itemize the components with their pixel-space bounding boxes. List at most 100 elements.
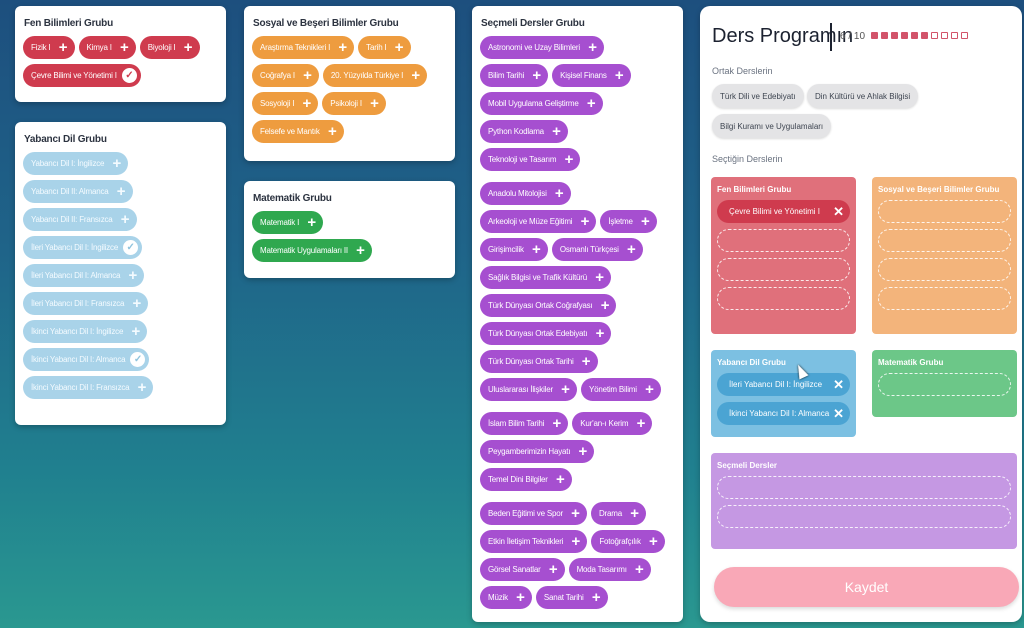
course-pill[interactable]: Uluslararası İlişkiler+ (480, 378, 577, 401)
selected-course[interactable]: İleri Yabancı Dil I: İngilizce ✕ (717, 373, 850, 396)
empty-slot (717, 287, 850, 310)
plus-icon: + (578, 443, 588, 460)
yabanci-selected-box: Yabancı Dil Grubu İleri Yabancı Dil I: İ… (711, 350, 856, 437)
course-pill[interactable]: Moda Tasarımı+ (568, 558, 651, 581)
course-pill[interactable]: 20. Yüzyılda Türkiye I+ (322, 64, 428, 87)
course-pill[interactable]: İleri Yabancı Dil I: Fransızca+ (23, 292, 149, 315)
course-pill[interactable]: İslam Bilim Tarihi+ (480, 412, 569, 435)
course-label: Arkeoloji ve Müze Eğitimi (488, 217, 573, 226)
course-pill[interactable]: Yabancı Dil I: İngilizce + (23, 152, 129, 175)
course-pill[interactable]: Psikoloji I+ (322, 92, 386, 115)
course-pill[interactable]: İleri Yabancı Dil I: Almanca+ (23, 264, 145, 287)
plus-icon: + (552, 123, 561, 140)
plus-icon: + (600, 297, 610, 314)
course-pill[interactable]: Peygamberimizin Hayatı+ (480, 440, 595, 463)
course-label: Anadolu Mitolojisi (488, 189, 547, 198)
course-label: Osmanlı Türkçesi (559, 245, 619, 254)
selected-course-label: İleri Yabancı Dil I: İngilizce (729, 380, 823, 389)
secmeli-course-list: Astronomi ve Uzay Bilimleri+ Bilim Tarih… (472, 36, 683, 176)
course-pill[interactable]: Coğrafya I+ (252, 64, 319, 87)
course-pill[interactable]: Tarih I+ (358, 36, 411, 59)
plus-icon: + (548, 561, 558, 578)
check-icon: ✓ (130, 352, 146, 367)
plus-icon: + (595, 269, 604, 286)
course-pill[interactable]: Drama+ (590, 502, 646, 525)
course-pill[interactable]: Beden Eğitimi ve Spor+ (480, 502, 587, 525)
course-label: Matematik I (260, 218, 300, 227)
plus-icon: + (648, 533, 658, 550)
empty-slot (878, 229, 1011, 252)
course-label: İşletme (608, 217, 633, 226)
course-pill[interactable]: Anadolu Mitolojisi+ (480, 182, 571, 205)
course-label: Matematik Uygulamaları II (260, 246, 348, 255)
progress-step-filled (901, 32, 908, 39)
matematik-group-card: Matematik Grubu Matematik I+ Matematik U… (244, 181, 455, 278)
selected-course[interactable]: İkinci Yabancı Dil I: Almanca✕ (717, 402, 850, 425)
course-pill[interactable]: Matematik Uygulamaları II + (252, 239, 372, 262)
plus-icon: + (630, 505, 639, 522)
plus-icon: + (131, 323, 140, 340)
course-pill[interactable]: Fizik I+ (23, 36, 75, 59)
fen-course-list: Fizik I+ Kimya I+ Biyoloji I+ Çevre Bili… (15, 36, 226, 92)
course-pill[interactable]: Yönetim Bilimi+ (580, 378, 661, 401)
selected-course[interactable]: Çevre Bilimi ve Yönetimi I✕ (717, 200, 850, 223)
course-pill[interactable]: Python Kodlama+ (480, 120, 568, 143)
course-label: Etkin İletişim Teknikleri (488, 537, 564, 546)
course-pill[interactable]: Türk Dünyası Ortak Tarihi+ (480, 350, 598, 373)
plus-icon: + (556, 471, 565, 488)
course-pill[interactable]: İşletme+ (600, 210, 657, 233)
remove-icon[interactable]: ✕ (833, 376, 844, 392)
course-pill[interactable]: Astronomi ve Uzay Bilimleri+ (480, 36, 604, 59)
course-label: Teknoloji ve Tasarım (488, 155, 557, 164)
course-pill-selected[interactable]: İleri Yabancı Dil I: İngilizce✓ (23, 236, 143, 259)
secmeli-course-list-3: İslam Bilim Tarihi+ Kur'an-ı Kerim+ Peyg… (472, 412, 683, 496)
matematik-selected-box: Matematik Grubu (872, 350, 1017, 417)
course-pill[interactable]: Görsel Sanatlar+ (480, 558, 565, 581)
course-label: Yönetim Bilimi (588, 385, 637, 394)
course-pill[interactable]: Kimya I+ (78, 36, 136, 59)
course-pill-selected[interactable]: İkinci Yabancı Dil I: Almanca✓ (23, 348, 150, 371)
course-pill[interactable]: Türk Dünyası Ortak Coğrafyası+ (480, 294, 617, 317)
progress-step-filled (891, 32, 898, 39)
course-label: Yabancı Dil II: Fransızca (31, 215, 113, 224)
course-pill[interactable]: Sağlık Bilgisi ve Trafik Kültürü+ (480, 266, 611, 289)
course-pill[interactable]: Matematik I+ (252, 211, 324, 234)
course-pill[interactable]: Türk Dünyası Ortak Edebiyatı+ (480, 322, 612, 345)
course-pill[interactable]: İkinci Yabancı Dil I: Fransızca+ (23, 376, 154, 399)
course-pill[interactable]: Etkin İletişim Teknikleri+ (480, 530, 588, 553)
empty-slot (717, 229, 850, 252)
course-pill[interactable]: Bilim Tarihi+ (480, 64, 549, 87)
course-pill[interactable]: Biyoloji I+ (139, 36, 200, 59)
plus-icon: + (112, 155, 122, 172)
course-label: Coğrafya I (260, 71, 295, 80)
course-pill[interactable]: Fotoğrafçılık+ (591, 530, 665, 553)
remove-icon[interactable]: ✕ (833, 405, 844, 421)
course-pill[interactable]: Felsefe ve Mantık+ (252, 120, 344, 143)
matematik-group-title: Matematik Grubu (253, 193, 332, 204)
course-pill[interactable]: Yabancı Dil II: Fransızca+ (23, 208, 137, 231)
course-label: Uluslararası İlişkiler (488, 385, 553, 394)
course-pill[interactable]: Arkeoloji ve Müze Eğitimi+ (480, 210, 597, 233)
course-pill[interactable]: Sanat Tarihi+ (535, 586, 608, 609)
plus-icon: + (356, 242, 365, 259)
course-label: Yabancı Dil I: İngilizce (31, 159, 105, 168)
course-pill[interactable]: Kişisel Finans+ (552, 64, 631, 87)
remove-icon[interactable]: ✕ (833, 203, 844, 219)
course-label: İleri Yabancı Dil I: Almanca (31, 271, 121, 280)
course-pill[interactable]: Müzik+ (480, 586, 532, 609)
course-pill[interactable]: Osmanlı Türkçesi + (551, 238, 643, 261)
course-pill[interactable]: Mobil Uygulama Geliştirme+ (480, 92, 603, 115)
common-courses-label: Ortak Derslerin (712, 66, 773, 76)
course-pill[interactable]: Sosyoloji I+ (252, 92, 319, 115)
course-pill[interactable]: Kur'an-ı Kerim+ (572, 412, 653, 435)
plus-icon: + (581, 353, 591, 370)
course-pill[interactable]: Teknoloji ve Tasarım+ (480, 148, 581, 171)
course-pill[interactable]: Temel Dini Bilgiler+ (480, 468, 572, 491)
course-pill-selected[interactable]: Çevre Bilimi ve Yönetimi I✓ (23, 64, 141, 87)
plus-icon: + (626, 241, 636, 258)
course-pill[interactable]: İkinci Yabancı Dil I: İngilizce+ (23, 320, 148, 343)
course-pill[interactable]: Araştırma Teknikleri I+ (252, 36, 355, 59)
save-button[interactable]: Kaydet (714, 567, 1019, 607)
course-pill[interactable]: Yabancı Dil II: Almanca+ (23, 180, 133, 203)
course-pill[interactable]: Girişimcilik+ (480, 238, 548, 261)
